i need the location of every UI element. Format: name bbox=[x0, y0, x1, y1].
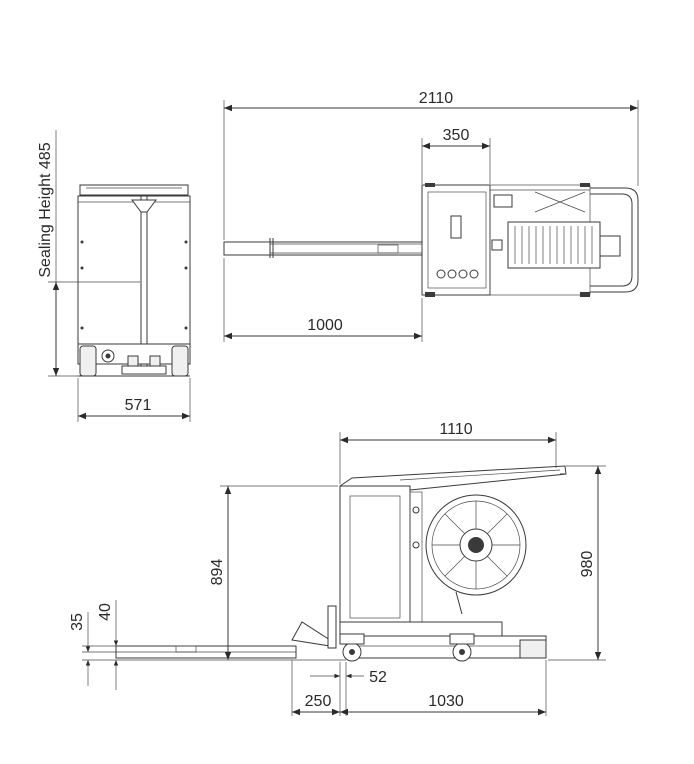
dim-250: 250 bbox=[305, 693, 332, 710]
dim-1000: 1000 bbox=[307, 317, 343, 334]
dim-350: 350 bbox=[443, 127, 470, 144]
sealing-height-label: Sealing Height 485 bbox=[37, 142, 54, 277]
dim-1030: 1030 bbox=[428, 693, 464, 710]
dim-980: 980 bbox=[579, 551, 596, 578]
front-view bbox=[77, 184, 191, 377]
reel-coil-lines bbox=[514, 226, 593, 264]
dim-52: 52 bbox=[369, 669, 387, 686]
top-view bbox=[223, 183, 639, 297]
dim-40: 40 bbox=[97, 603, 114, 621]
dim-35: 35 bbox=[69, 613, 86, 631]
dim-894: 894 bbox=[209, 559, 226, 586]
dim-1110: 1110 bbox=[439, 421, 472, 438]
side-view bbox=[115, 465, 567, 662]
top-dimensions: 2110 350 1000 bbox=[223, 90, 639, 342]
dim-571: 571 bbox=[125, 397, 152, 414]
front-dimensions: Sealing Height 485 571 bbox=[37, 130, 191, 422]
dim-2110: 2110 bbox=[419, 90, 454, 107]
side-dimensions: 1110 980 894 35 40 52 250 1030 bbox=[69, 421, 606, 716]
